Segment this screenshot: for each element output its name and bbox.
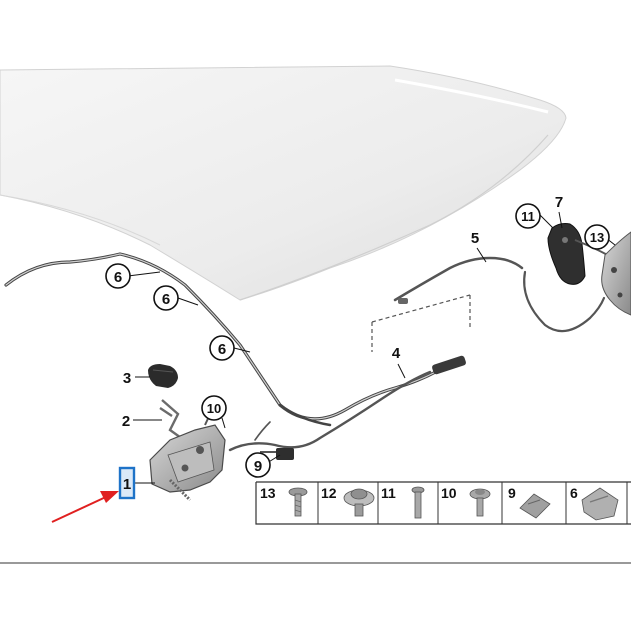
callout-6a: 6 [105,263,131,289]
hood-panel [0,65,567,301]
washer-bolt-icon [469,488,491,517]
clip-nut-icon [519,493,551,519]
callout-4: 4 [392,345,401,362]
strip-number-11: 11 [381,485,396,501]
svg-text:9: 9 [254,458,262,475]
callout-9: 9 [245,452,271,478]
callout-6c: 6 [209,335,235,361]
strip-number-13: 13 [260,485,276,501]
cable-connector-9 [260,448,294,460]
svg-text:13: 13 [590,230,604,245]
screw-icon [411,486,425,519]
callout-6b: 6 [153,285,179,311]
callout-2: 2 [122,413,130,430]
strip-number-10: 10 [441,485,457,501]
svg-text:6: 6 [114,269,122,286]
svg-text:6: 6 [218,341,226,358]
callout-5: 5 [471,230,479,247]
red-pointer-arrow [51,491,119,523]
callout-13: 13 [584,224,610,250]
svg-text:6: 6 [162,291,170,308]
callout-11: 11 [515,203,541,229]
hood-lock [149,409,226,502]
parts-strip: 13 12 11 10 9 [255,481,631,525]
spring-clip [159,399,185,441]
strip-number-6: 6 [570,485,578,501]
svg-text:10: 10 [207,401,221,416]
strip-number-12: 12 [321,485,337,501]
callout-10: 10 [201,395,227,421]
bolt-icon [288,487,308,517]
strip-number-9: 9 [508,485,516,501]
callout-1-highlighted: 1 [118,466,136,500]
lever-mechanism [601,231,631,316]
cable-end-fitting [398,298,466,375]
callout-3: 3 [123,370,131,387]
rubber-buffer [148,364,178,388]
bowden-cable-long [4,252,606,452]
cable-clip-icon [581,487,619,521]
nut-icon [343,488,375,517]
svg-text:1: 1 [123,476,131,493]
svg-text:11: 11 [521,209,535,224]
callout-7: 7 [555,194,563,211]
cable-4-bracket [371,294,471,352]
